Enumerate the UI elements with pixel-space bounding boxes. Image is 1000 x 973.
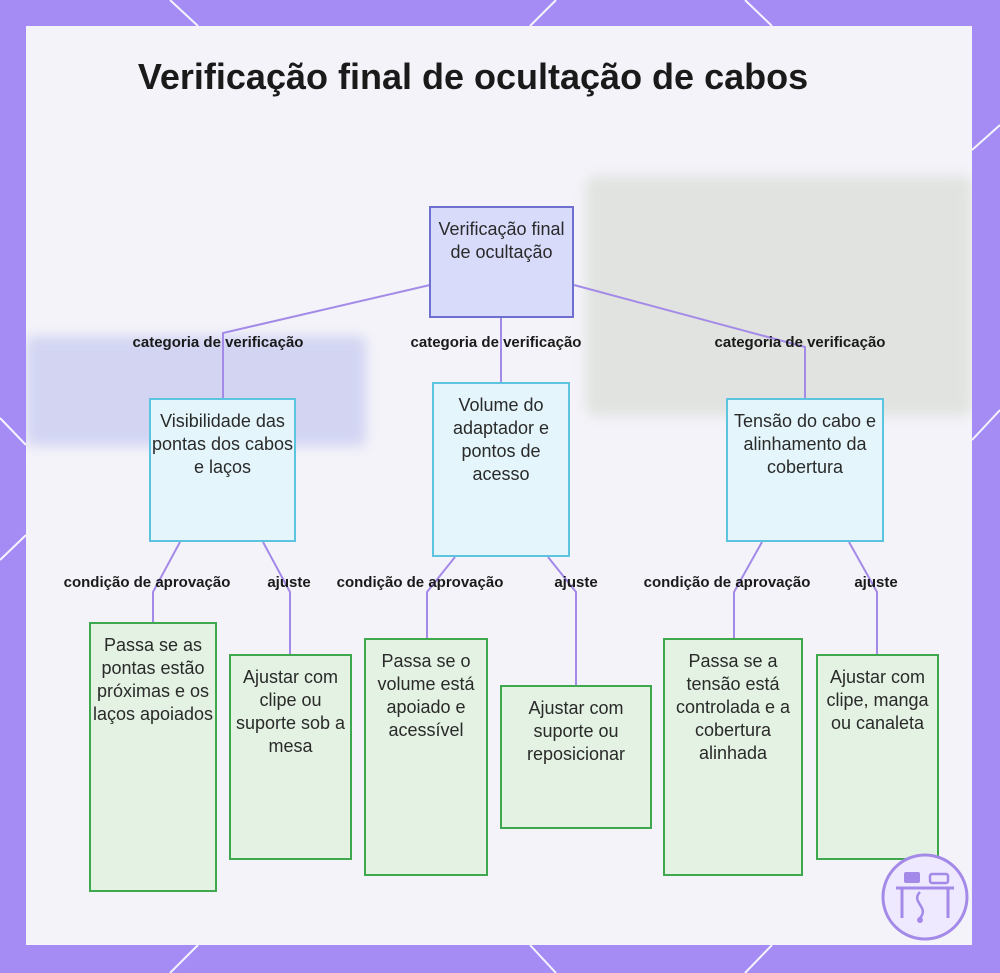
category-node-visibility: Visibilidade das pontas dos cabos e laço… bbox=[149, 398, 296, 542]
adjust-node-label: Ajustar com suporte ou reposicionar bbox=[502, 697, 650, 766]
pass-node-label: Passa se o volume está apoiado e acessív… bbox=[366, 650, 486, 742]
category-node-tension: Tensão do cabo e alinhamento da cobertur… bbox=[726, 398, 884, 542]
adjust-node-visibility: Ajustar com clipe ou suporte sob a mesa bbox=[229, 654, 352, 860]
edge-cat2-pass bbox=[427, 557, 455, 638]
edge-cat3-adjust bbox=[849, 542, 877, 654]
category-node-volume: Volume do adaptador e pontos de acesso bbox=[432, 382, 570, 557]
edge-label-category: categoria de verificação bbox=[715, 334, 886, 351]
edge-cat1-adjust bbox=[263, 542, 290, 654]
category-node-label: Visibilidade das pontas dos cabos e laço… bbox=[151, 410, 294, 479]
pass-node-label: Passa se as pontas estão próximas e os l… bbox=[91, 634, 215, 726]
adjust-node-tension: Ajustar com clipe, manga ou canaleta bbox=[816, 654, 939, 860]
edge-label-adjust: ajuste bbox=[267, 574, 310, 591]
edge-label-adjust: ajuste bbox=[854, 574, 897, 591]
edge-label-pass: condição de aprovação bbox=[64, 574, 231, 591]
edge-label-category: categoria de verificação bbox=[133, 334, 304, 351]
edge-label-pass: condição de aprovação bbox=[644, 574, 811, 591]
root-node-label: Verificação final de ocultação bbox=[431, 218, 572, 264]
category-node-label: Volume do adaptador e pontos de acesso bbox=[434, 394, 568, 486]
adjust-node-label: Ajustar com clipe, manga ou canaleta bbox=[818, 666, 937, 735]
pass-node-volume: Passa se o volume está apoiado e acessív… bbox=[364, 638, 488, 876]
edge-label-adjust: ajuste bbox=[554, 574, 597, 591]
pass-node-visibility: Passa se as pontas estão próximas e os l… bbox=[89, 622, 217, 892]
edge-label-pass: condição de aprovação bbox=[337, 574, 504, 591]
pass-node-label: Passa se a tensão está controlada e a co… bbox=[665, 650, 801, 765]
category-node-label: Tensão do cabo e alinhamento da cobertur… bbox=[728, 410, 882, 479]
adjust-node-label: Ajustar com clipe ou suporte sob a mesa bbox=[231, 666, 350, 758]
desk-cable-icon bbox=[880, 852, 970, 942]
root-node: Verificação final de ocultação bbox=[429, 206, 574, 318]
adjust-node-volume: Ajustar com suporte ou reposicionar bbox=[500, 685, 652, 829]
edge-label-category: categoria de verificação bbox=[411, 334, 582, 351]
pass-node-tension: Passa se a tensão está controlada e a co… bbox=[663, 638, 803, 876]
